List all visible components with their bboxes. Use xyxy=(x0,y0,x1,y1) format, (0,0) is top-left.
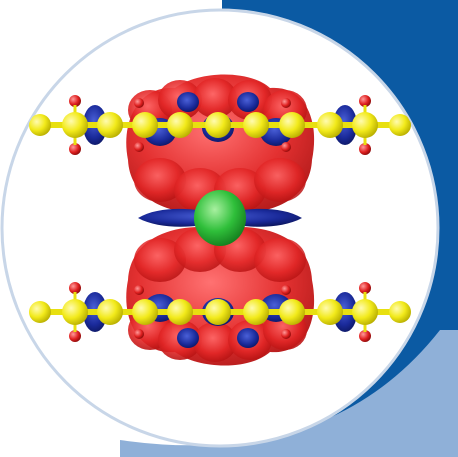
oxygen-atom xyxy=(281,329,291,339)
red-lobe-bulge xyxy=(134,158,186,202)
chain-atom xyxy=(352,299,378,325)
upper-chain xyxy=(29,95,411,155)
oxygen-atom xyxy=(359,282,371,294)
oxygen-atom xyxy=(281,285,291,295)
oxygen-atom xyxy=(69,330,81,342)
lower-chain xyxy=(29,282,411,342)
chain-atom xyxy=(167,299,193,325)
oxygen-atom xyxy=(281,142,291,152)
blue-lobe-patch xyxy=(237,92,259,112)
chain-atom xyxy=(389,114,411,136)
central-metal-atom xyxy=(194,190,246,246)
chain-atom xyxy=(389,301,411,323)
chain-atom xyxy=(243,112,269,138)
oxygen-atom xyxy=(359,143,371,155)
chain-atom xyxy=(243,299,269,325)
red-lobe-bulge xyxy=(193,78,237,118)
red-lobe-bulge xyxy=(254,158,306,202)
chain-atom xyxy=(279,112,305,138)
red-lobe-bulge xyxy=(193,322,237,362)
chain-atom xyxy=(29,301,51,323)
chain-atom xyxy=(97,299,123,325)
chain-atom xyxy=(132,299,158,325)
chain-atom xyxy=(62,112,88,138)
accent-arc xyxy=(120,330,458,457)
oxygen-atom xyxy=(69,282,81,294)
oxygen-atom xyxy=(281,98,291,108)
chain-atom xyxy=(205,112,231,138)
chain-atom xyxy=(317,112,343,138)
molecule-group xyxy=(29,74,411,366)
red-lobe-bulge xyxy=(254,238,306,282)
chain-atom xyxy=(167,112,193,138)
blue-lobe-patch xyxy=(237,328,259,348)
oxygen-atom xyxy=(134,142,144,152)
chain-atom xyxy=(132,112,158,138)
chain-atom xyxy=(317,299,343,325)
chain-atom xyxy=(29,114,51,136)
chain-atom xyxy=(205,299,231,325)
oxygen-atom xyxy=(359,330,371,342)
red-lobe-bulge xyxy=(134,238,186,282)
blue-lobe-patch xyxy=(177,92,199,112)
oxygen-atom xyxy=(69,95,81,107)
lower-isosurface xyxy=(126,226,315,366)
upper-isosurface xyxy=(126,74,315,214)
oxygen-atom xyxy=(359,95,371,107)
chain-atom xyxy=(279,299,305,325)
blue-lobe-patch xyxy=(177,328,199,348)
oxygen-atom xyxy=(69,143,81,155)
chain-atom xyxy=(97,112,123,138)
oxygen-atom xyxy=(134,285,144,295)
oxygen-atom xyxy=(134,329,144,339)
central-orbital xyxy=(138,190,302,246)
chain-atom xyxy=(62,299,88,325)
oxygen-atom xyxy=(134,98,144,108)
chain-atom xyxy=(352,112,378,138)
